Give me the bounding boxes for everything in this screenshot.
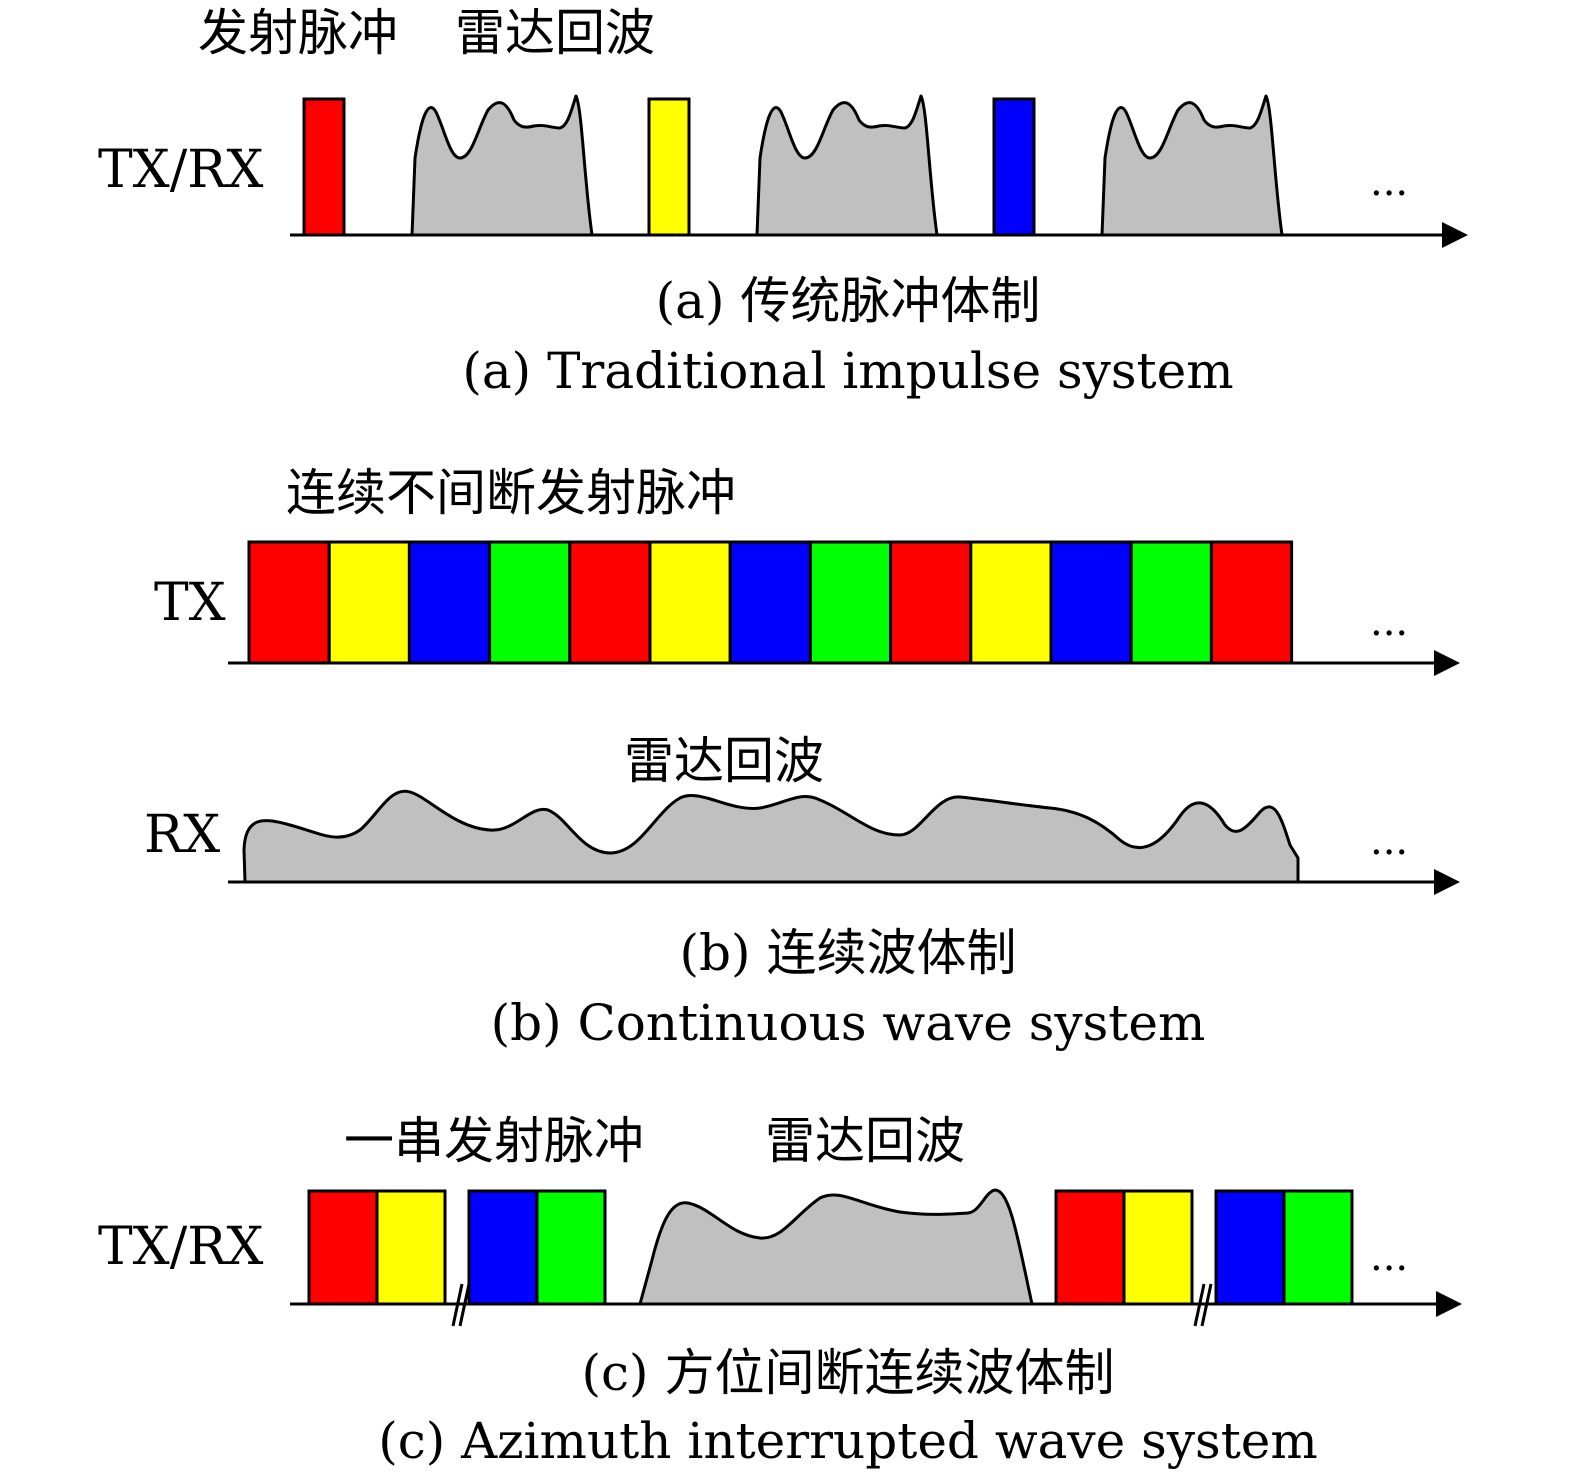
panel-c-echo-label: 雷达回波: [765, 1112, 965, 1170]
axis-arrowhead: [1434, 650, 1460, 676]
panel-b-echo-label: 雷达回波: [624, 732, 824, 790]
pulse-blue: [407, 540, 492, 665]
pulse-red: [889, 540, 973, 665]
axis-break-marker: [1193, 1283, 1213, 1327]
axis-arrowhead: [1436, 1291, 1462, 1317]
panel-b-caption-cn: (b) 连续波体制: [680, 924, 1017, 982]
pulse-red: [302, 97, 346, 237]
panel-b: 连续不间断发射脉冲 TX ... 雷达回波 RX ... (b) 连续波体制 (…: [144, 464, 1460, 1052]
panel-a-echo-label: 雷达回波: [455, 4, 655, 62]
pulse-yellow: [647, 97, 691, 237]
ellipsis: ...: [1370, 818, 1408, 864]
panel-b-pulse-label: 连续不间断发射脉冲: [286, 464, 736, 522]
interrupted-echo-waveform: [638, 1188, 1034, 1306]
axis-arrowhead: [1442, 222, 1468, 248]
pulse-green: [1129, 540, 1213, 665]
continuous-echo-waveform: [242, 789, 1300, 884]
panel-c-caption-cn: (c) 方位间断连续波体制: [582, 1344, 1115, 1402]
pulse-red: [568, 540, 652, 665]
pulse-blue: [1214, 1189, 1286, 1306]
panel-c-axis-label: TX/RX: [98, 1217, 263, 1277]
panel-b-tx-label: TX: [154, 573, 226, 633]
panel-c-pulse-label: 一串发射脉冲: [344, 1112, 644, 1170]
panel-b-rx-label: RX: [144, 805, 220, 865]
panel-c: 一串发射脉冲 雷达回波 TX/RX ... (c) 方位间断连续波体制 (c) …: [98, 1112, 1462, 1470]
pulse-red: [247, 540, 331, 665]
ellipsis: ...: [1370, 599, 1408, 645]
pulse-green: [808, 540, 893, 665]
pulse-blue: [467, 1189, 539, 1306]
panel-a-pulse-label: 发射脉冲: [198, 4, 398, 62]
ellipsis: ...: [1370, 1234, 1408, 1280]
pulse-red: [1209, 540, 1294, 665]
panel-c-pulse-groups: [307, 1189, 1354, 1306]
pulse-red: [1054, 1189, 1126, 1306]
pulse-green: [1282, 1189, 1354, 1306]
pulse-blue: [1049, 540, 1133, 665]
axis-break-marker: [451, 1283, 471, 1327]
pulse-yellow: [648, 540, 732, 665]
panel-a-caption-cn: (a) 传统脉冲体制: [656, 272, 1041, 330]
pulse-yellow: [969, 540, 1053, 665]
axis-arrowhead: [1434, 869, 1460, 895]
echo-waveform: [410, 94, 594, 237]
panel-a-caption-en: (a) Traditional impulse system: [462, 342, 1233, 400]
echo-waveform: [755, 94, 939, 237]
pulse-yellow: [1122, 1189, 1194, 1306]
panel-b-pulse-train: [247, 540, 1294, 665]
panel-a-pulses: [302, 97, 1036, 237]
panel-b-caption-en: (b) Continuous wave system: [491, 994, 1206, 1052]
panel-c-caption-en: (c) Azimuth interrupted wave system: [378, 1412, 1318, 1470]
pulse-blue: [992, 97, 1036, 237]
pulse-red: [307, 1189, 379, 1306]
pulse-green: [488, 540, 572, 665]
pulse-green: [535, 1189, 607, 1306]
panel-a: 发射脉冲 雷达回波 TX/RX ... (a) 传统脉冲体制 (a) Tradi…: [98, 4, 1468, 400]
pulse-blue: [728, 540, 812, 665]
panel-a-echoes: [410, 94, 1284, 237]
echo-waveform: [1100, 94, 1284, 237]
pulse-yellow: [327, 540, 411, 665]
ellipsis: ...: [1370, 159, 1408, 205]
panel-a-axis-label: TX/RX: [98, 140, 263, 200]
pulse-yellow: [375, 1189, 447, 1306]
